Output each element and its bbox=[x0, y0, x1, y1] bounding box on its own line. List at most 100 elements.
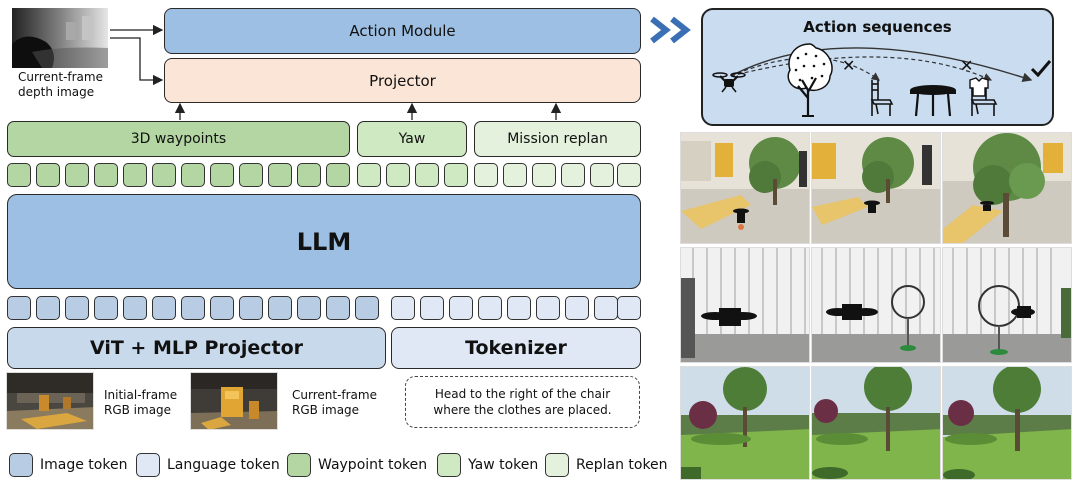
action-module-label: Action Module bbox=[349, 22, 456, 40]
double-chevron-icon bbox=[650, 16, 691, 44]
initial-frame-caption: Initial-frame RGB image bbox=[104, 388, 178, 417]
tokenizer-block: Tokenizer bbox=[391, 327, 641, 369]
waypoints-output-block: 3D waypoints bbox=[7, 121, 350, 157]
action-sequences-panel: Action sequences bbox=[701, 8, 1054, 126]
drone-icon bbox=[712, 72, 746, 93]
action-module-block: Action Module bbox=[164, 8, 641, 54]
language-token bbox=[536, 296, 560, 320]
depth-image bbox=[12, 8, 108, 68]
image-token bbox=[36, 296, 60, 320]
cross-icon: ✕ bbox=[960, 56, 974, 75]
legend-image-token: Image token bbox=[9, 453, 127, 477]
waypoint-token bbox=[326, 163, 350, 187]
projector-block: Projector bbox=[164, 58, 641, 103]
instruction-line-2: where the clothes are placed. bbox=[433, 403, 612, 417]
projector-label: Projector bbox=[369, 71, 436, 90]
image-token bbox=[210, 296, 234, 320]
legend-swatch bbox=[437, 453, 461, 477]
legend-waypoint-token: Waypoint token bbox=[287, 453, 427, 477]
vit-mlp-projector-block: ViT + MLP Projector bbox=[7, 327, 386, 369]
yaw-token bbox=[444, 163, 468, 187]
llm-label: LLM bbox=[296, 227, 352, 256]
curtain-fan-photo-2 bbox=[811, 247, 941, 363]
waypoint-token bbox=[36, 163, 60, 187]
language-token bbox=[420, 296, 444, 320]
legend-language-token: Language token bbox=[136, 453, 280, 477]
image-token bbox=[123, 296, 147, 320]
image-token bbox=[326, 296, 350, 320]
yaw-token bbox=[415, 163, 439, 187]
chair-icon bbox=[870, 80, 894, 116]
waypoint-token bbox=[181, 163, 205, 187]
waypoints-label: 3D waypoints bbox=[130, 131, 227, 147]
legend-swatch bbox=[545, 453, 569, 477]
yaw-output-block: Yaw bbox=[357, 121, 467, 157]
replan-token bbox=[532, 163, 556, 187]
current-frame-caption: Current-frame RGB image bbox=[292, 388, 377, 417]
outdoor-park-photo-1 bbox=[680, 366, 810, 480]
waypoint-token bbox=[152, 163, 176, 187]
outdoor-park-photo-3 bbox=[942, 366, 1072, 480]
waypoint-token bbox=[7, 163, 31, 187]
replan-token bbox=[590, 163, 614, 187]
waypoint-token bbox=[297, 163, 321, 187]
replan-token bbox=[474, 163, 498, 187]
output-token-row bbox=[0, 163, 650, 189]
replan-output-block: Mission replan bbox=[474, 121, 641, 157]
image-token bbox=[65, 296, 89, 320]
image-token bbox=[94, 296, 118, 320]
replan-token bbox=[561, 163, 585, 187]
cross-icon: ✕ bbox=[842, 56, 856, 75]
language-token bbox=[617, 296, 641, 320]
action-sequences-title: Action sequences bbox=[803, 18, 952, 36]
waypoint-token bbox=[210, 163, 234, 187]
waypoint-token bbox=[65, 163, 89, 187]
vit-mlp-projector-label: ViT + MLP Projector bbox=[89, 337, 304, 359]
legend-swatch bbox=[287, 453, 311, 477]
image-token bbox=[297, 296, 321, 320]
waypoint-token bbox=[123, 163, 147, 187]
legend-swatch bbox=[136, 453, 160, 477]
tokenizer-label: Tokenizer bbox=[465, 337, 567, 359]
yaw-label: Yaw bbox=[398, 131, 426, 147]
table-icon bbox=[910, 85, 956, 117]
legend-swatch bbox=[9, 453, 33, 477]
yaw-token bbox=[357, 163, 381, 187]
waypoint-token bbox=[239, 163, 263, 187]
depth-caption: Current-frame depth image bbox=[18, 70, 103, 99]
image-token bbox=[152, 296, 176, 320]
language-token bbox=[391, 296, 415, 320]
language-token bbox=[594, 296, 618, 320]
replan-token bbox=[617, 163, 641, 187]
indoor-tree-photo-2 bbox=[811, 132, 941, 244]
replan-label: Mission replan bbox=[507, 131, 608, 147]
image-token bbox=[268, 296, 292, 320]
yaw-token bbox=[386, 163, 410, 187]
legend-yaw-token: Yaw token bbox=[437, 453, 538, 477]
input-token-row bbox=[0, 296, 650, 322]
image-token bbox=[181, 296, 205, 320]
language-token bbox=[507, 296, 531, 320]
initial-frame-rgb-image bbox=[6, 372, 94, 430]
chair-with-clothes-icon bbox=[969, 77, 998, 116]
curtain-fan-photo-3 bbox=[942, 247, 1072, 363]
image-token bbox=[7, 296, 31, 320]
curtain-fan-photo-1 bbox=[680, 247, 810, 363]
replan-token bbox=[503, 163, 527, 187]
image-token bbox=[355, 296, 379, 320]
language-token bbox=[565, 296, 589, 320]
language-token bbox=[449, 296, 473, 320]
tree-icon bbox=[787, 43, 833, 117]
depth-connector-arrows bbox=[110, 24, 562, 120]
image-token bbox=[239, 296, 263, 320]
waypoint-token bbox=[94, 163, 118, 187]
legend-replan-token: Replan token bbox=[545, 453, 668, 477]
instruction-line-1: Head to the right of the chair bbox=[434, 387, 611, 401]
outdoor-park-photo-2 bbox=[811, 366, 941, 480]
current-frame-rgb-image bbox=[190, 372, 278, 430]
checkmark-icon bbox=[1030, 60, 1052, 78]
language-token bbox=[478, 296, 502, 320]
indoor-tree-photo-1 bbox=[680, 132, 810, 244]
indoor-tree-photo-3 bbox=[942, 132, 1072, 244]
llm-block: LLM bbox=[7, 194, 641, 289]
